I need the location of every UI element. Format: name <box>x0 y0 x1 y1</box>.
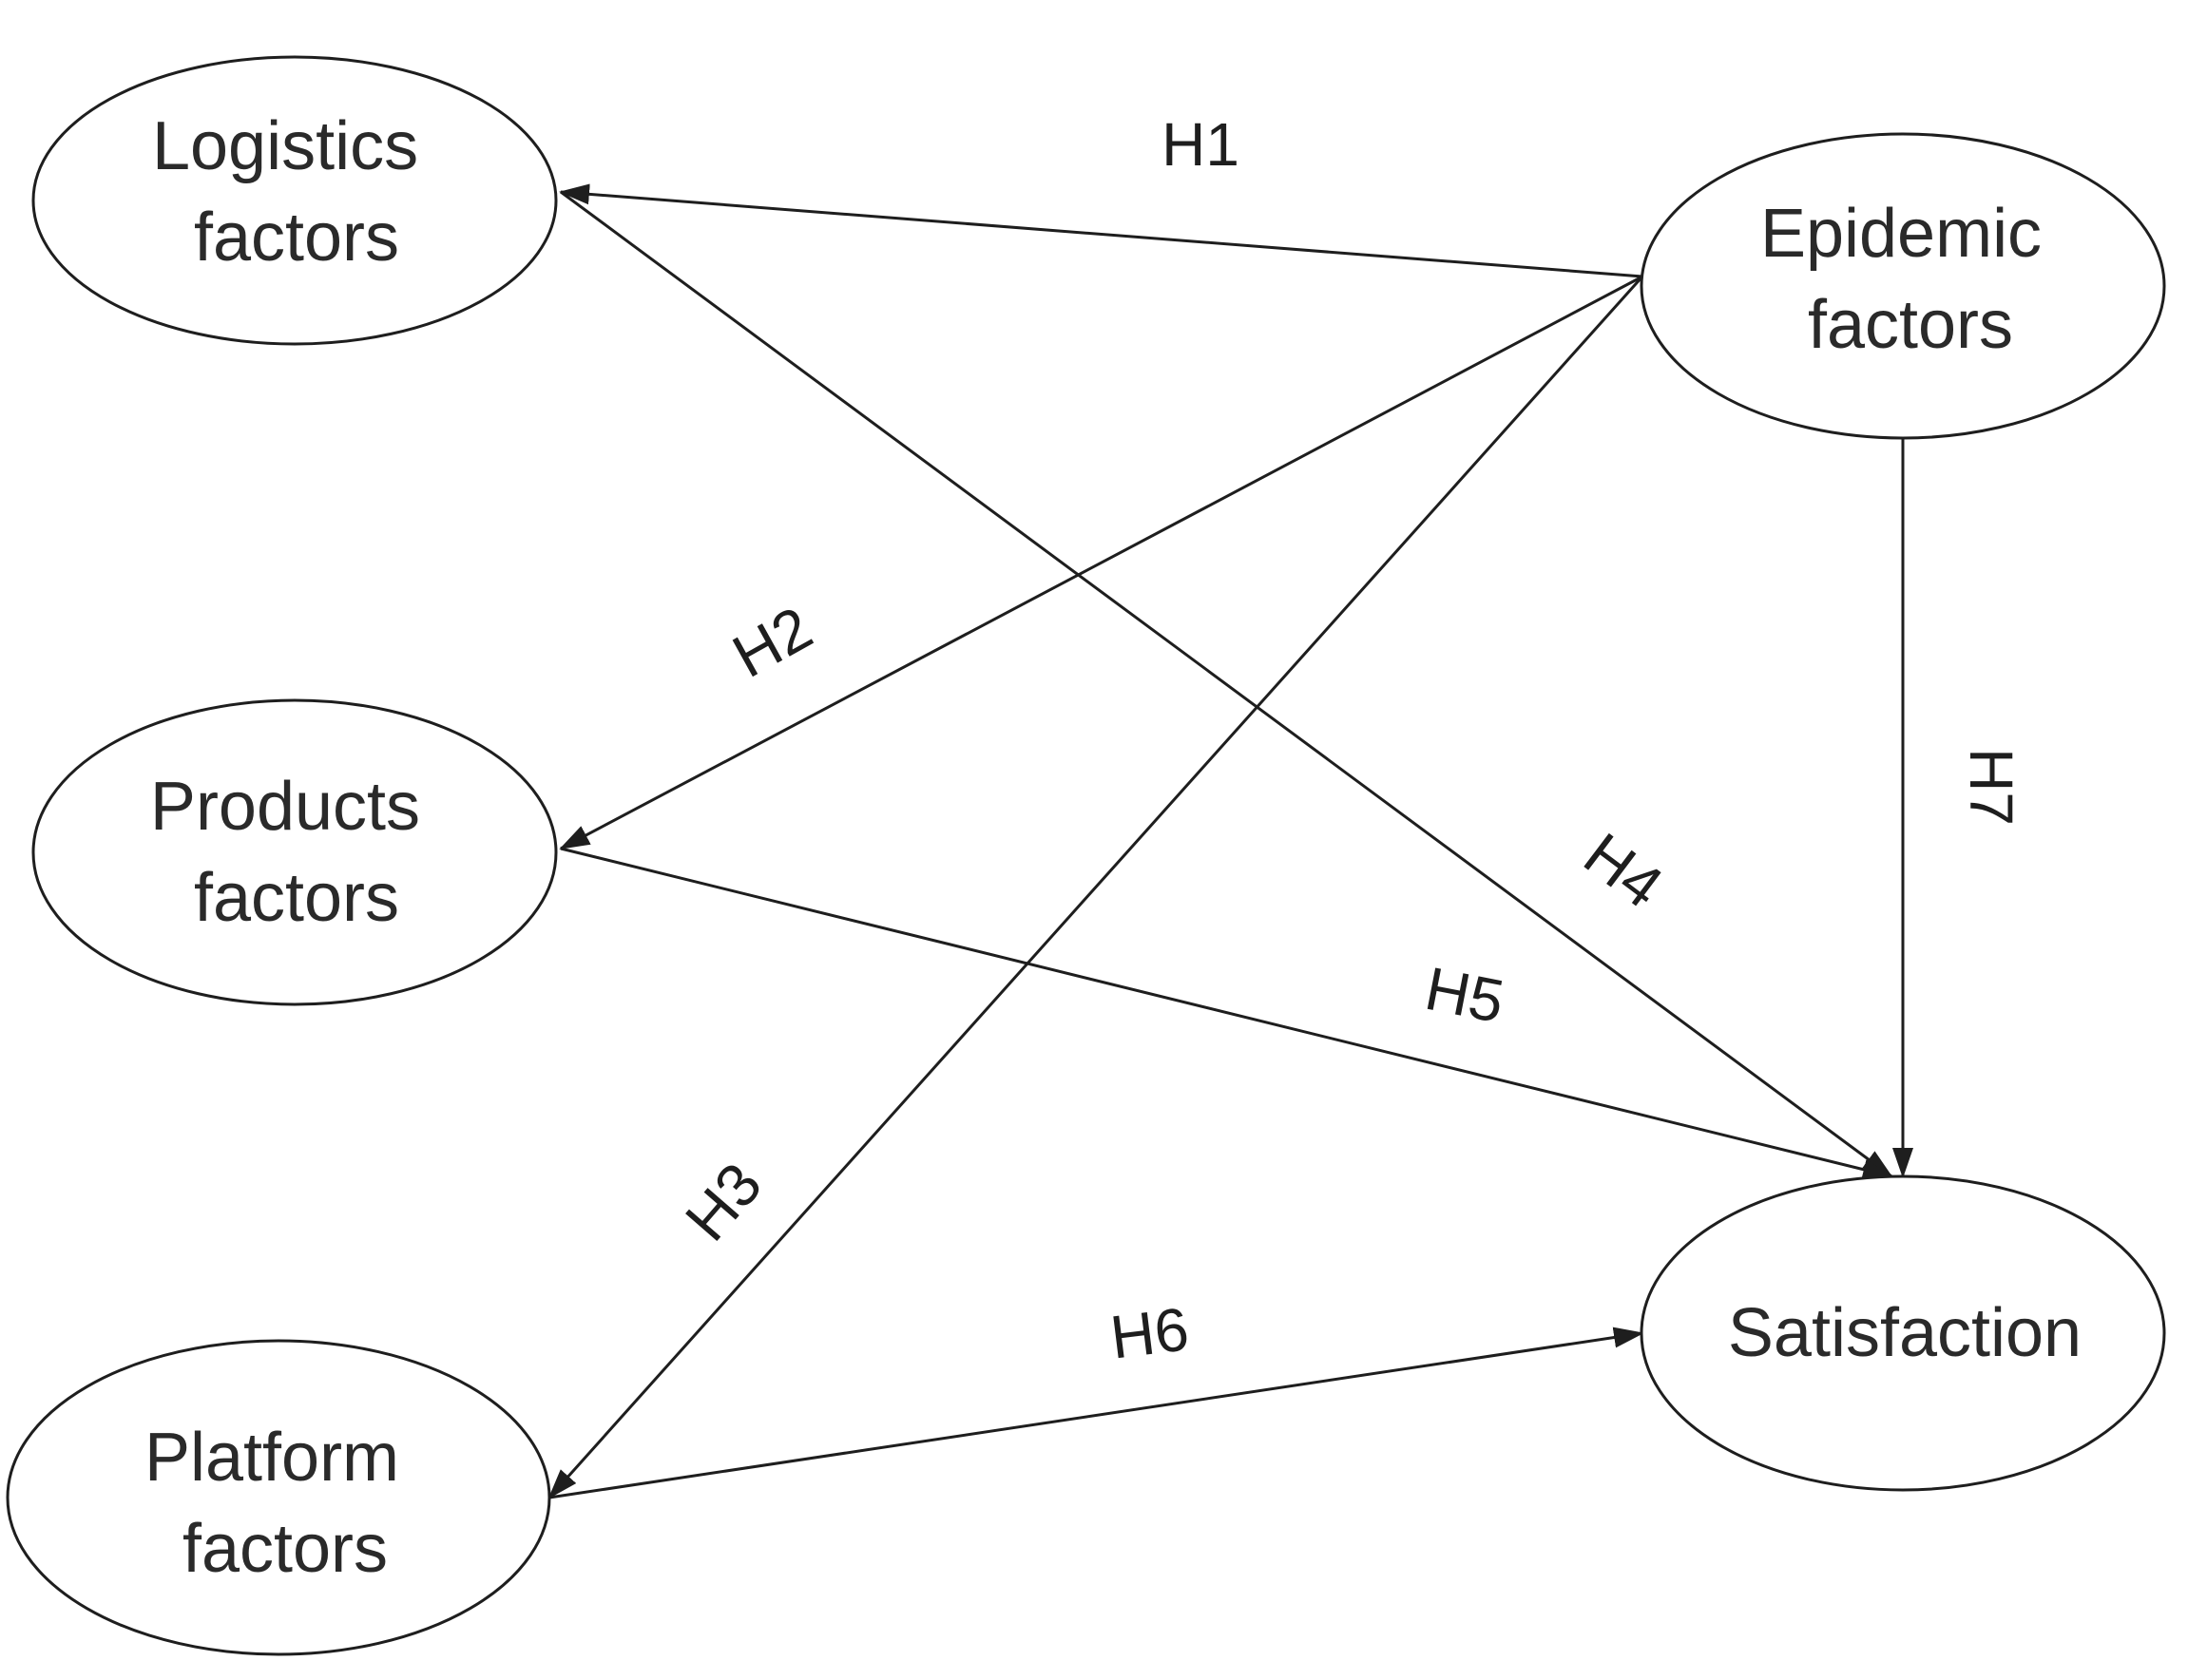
node-products: Products factors <box>31 698 558 1006</box>
node-satisfaction-ellipse <box>1640 1174 2166 1492</box>
edge-h1-arrow <box>559 183 1643 278</box>
edges <box>547 183 1913 1499</box>
node-epidemic-label-line2: factors <box>1808 287 2013 363</box>
edge-h5-arrow <box>560 847 1893 1180</box>
node-platform-label-line1: Platform <box>144 1420 399 1496</box>
edge-label-h3: H3 <box>672 1150 775 1253</box>
edge-label-h6: H6 <box>1106 1294 1192 1371</box>
edge-label-h5: H5 <box>1420 954 1509 1036</box>
edge-label-h2: H2 <box>721 593 822 691</box>
node-platform: Platform factors <box>6 1339 551 1656</box>
edge-label-h7: H7 <box>1957 748 2025 826</box>
node-satisfaction: Satisfaction <box>1640 1174 2166 1492</box>
node-logistics: Logistics factors <box>31 55 558 346</box>
edge-label-h1: H1 <box>1161 110 1239 179</box>
node-epidemic: Epidemic factors <box>1640 132 2166 440</box>
edge-h2-arrow <box>559 275 1643 850</box>
node-products-label-line1: Products <box>150 769 420 845</box>
node-products-ellipse <box>31 698 558 1006</box>
edge-h4-arrow <box>560 190 1893 1178</box>
node-satisfaction-label: Satisfaction <box>1728 1295 2082 1371</box>
node-epidemic-ellipse <box>1640 132 2166 440</box>
node-logistics-label-line2: factors <box>194 200 399 276</box>
node-logistics-ellipse <box>31 55 558 346</box>
node-epidemic-label-line1: Epidemic <box>1760 196 2042 272</box>
node-logistics-label-line1: Logistics <box>152 108 418 184</box>
edge-h3-arrow <box>547 275 1644 1499</box>
node-platform-ellipse <box>6 1339 551 1656</box>
node-products-label-line2: factors <box>194 860 399 936</box>
edge-h6-arrow <box>548 1327 1644 1499</box>
node-platform-label-line2: factors <box>182 1511 388 1587</box>
edge-label-h4: H4 <box>1572 820 1676 922</box>
